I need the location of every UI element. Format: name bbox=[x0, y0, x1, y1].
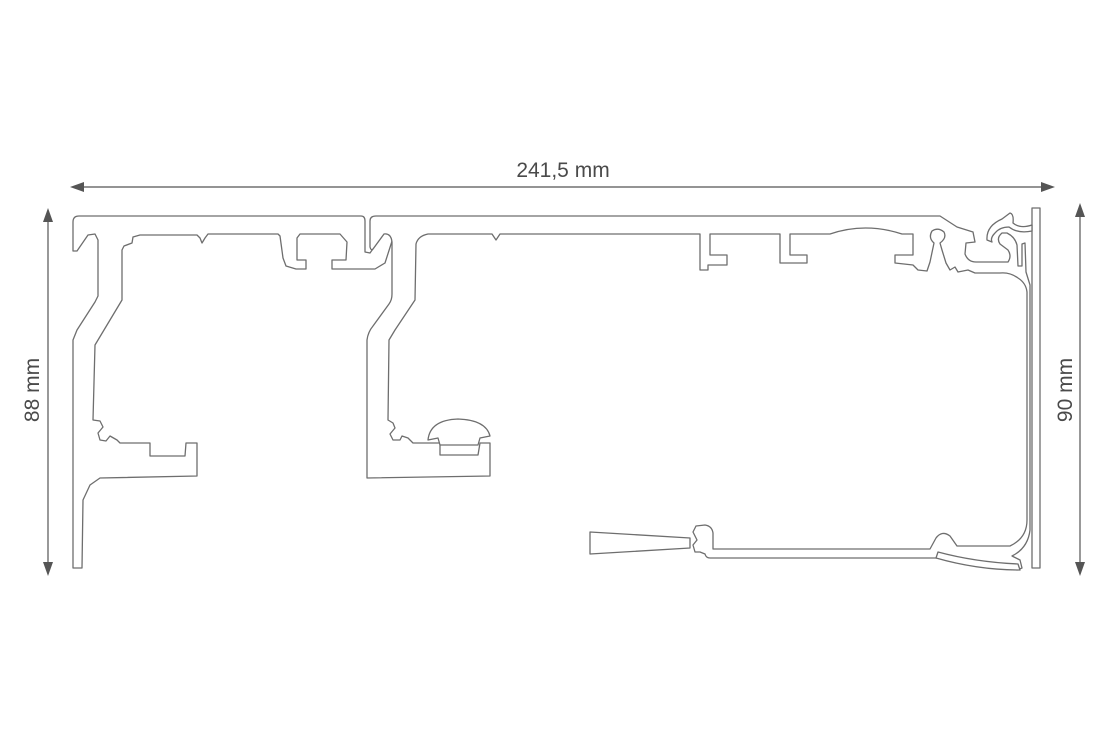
right-vertical-bar bbox=[1031, 207, 1041, 569]
arrow-right-icon bbox=[1041, 182, 1055, 192]
main-frame-profile bbox=[366, 215, 1031, 571]
arrow-down-icon bbox=[1075, 562, 1085, 576]
right-height-label: 90 mm bbox=[1054, 358, 1077, 422]
arrow-down-icon bbox=[43, 562, 53, 576]
arrow-left-icon bbox=[70, 182, 84, 192]
arrow-up-icon bbox=[43, 208, 53, 222]
bottom-curved-arm bbox=[935, 551, 1021, 571]
arrow-up-icon bbox=[1075, 203, 1085, 217]
right-height-dimension: 90 mm bbox=[1054, 203, 1085, 576]
gasket-wedge bbox=[589, 531, 691, 555]
width-dimension: 241,5 mm bbox=[70, 159, 1055, 192]
left-height-dimension: 88 mm bbox=[21, 208, 53, 576]
left-height-label: 88 mm bbox=[21, 358, 44, 422]
width-dimension-label: 241,5 mm bbox=[516, 159, 609, 182]
rounded-insert bbox=[427, 418, 491, 446]
top-right-curl bbox=[986, 212, 1033, 243]
left-frame-profile bbox=[72, 215, 394, 569]
